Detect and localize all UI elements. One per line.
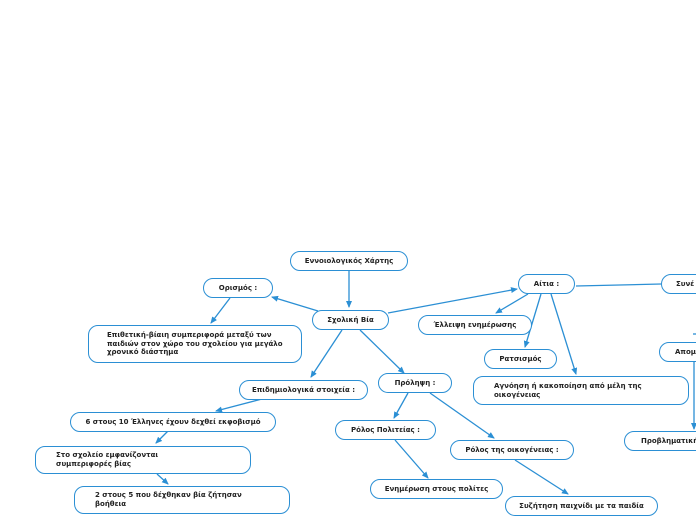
node-causes[interactable]: Αίτια : xyxy=(518,274,575,294)
node-label: Έλλειψη ενημέρωσης xyxy=(433,320,517,329)
node-label: Ρόλος της οικογένειας : xyxy=(465,445,559,454)
link-violence-to-prevention xyxy=(359,329,405,374)
link-family-to-discuss xyxy=(514,459,569,495)
node-label: Στο σχολείο εμφανίζονται συμπεριφορές βί… xyxy=(56,451,159,468)
node-label: 6 στους 10 Έλληνες έχουν δεχθεί εκφοβισμ… xyxy=(85,417,261,426)
link-causes-to-consequences xyxy=(575,283,662,287)
node-prevention[interactable]: Πρόληψη : xyxy=(378,373,452,393)
link-causes-to-racism xyxy=(523,293,542,348)
node-concept-map[interactable]: Εννοιολογικός Χάρτης xyxy=(290,251,408,271)
node-label: Απομ xyxy=(675,347,696,356)
node-label: Ρατσισμός xyxy=(499,354,542,363)
node-label: Επιδημιολογικά στοιχεία : xyxy=(251,385,356,394)
node-state-role[interactable]: Ρόλος Πολιτείας : xyxy=(335,420,436,440)
link-prevention-to-family xyxy=(429,392,495,439)
node-label: Σχολική Βία xyxy=(327,315,374,324)
link-state-to-inform xyxy=(394,439,429,479)
node-label: Επιθετική-βίαιη συμπεριφορά μεταξύ των π… xyxy=(107,330,283,357)
link-epidemiology-to-stat1 xyxy=(215,398,263,413)
node-epidemiology[interactable]: Επιδημιολογικά στοιχεία : xyxy=(239,380,368,400)
node-definition-text[interactable]: Επιθετική-βίαιη συμπεριφορά μεταξύ των π… xyxy=(88,325,302,363)
node-problematic[interactable]: Προβληματική xyxy=(624,431,696,451)
node-label: Συνέ xyxy=(676,279,695,288)
link-causes-to-lackinfo xyxy=(495,293,529,314)
node-consequences[interactable]: Συνέ xyxy=(661,274,696,294)
node-school-violence[interactable]: Σχολική Βία xyxy=(312,310,389,330)
node-discuss-children[interactable]: Συζήτηση παιχνίδι με τα παιδία xyxy=(505,496,658,516)
node-definition[interactable]: Ορισμός : xyxy=(203,278,273,298)
link-stat2-to-stat3 xyxy=(156,473,169,485)
node-label: Πρόληψη : xyxy=(394,378,436,387)
node-stat-3[interactable]: 2 στους 5 που δέχθηκαν βία ζήτησαν βοήθε… xyxy=(74,486,290,514)
node-label: Ρόλος Πολιτείας : xyxy=(351,425,420,434)
link-violence-to-epidemiology xyxy=(310,329,343,378)
node-apom[interactable]: Απομ xyxy=(659,342,696,362)
node-lack-info[interactable]: Έλλειψη ενημέρωσης xyxy=(418,315,532,335)
link-violence-to-definition xyxy=(271,295,319,312)
node-label: Ενημέρωση στους πολίτες xyxy=(384,484,489,493)
node-inform-citizens[interactable]: Ενημέρωση στους πολίτες xyxy=(370,479,503,499)
link-causes-to-neglect xyxy=(550,293,578,375)
node-label: Αίτια : xyxy=(533,279,560,288)
link-prevention-to-state xyxy=(393,392,409,419)
node-label: Ορισμός : xyxy=(218,283,258,292)
node-label: Προβληματική xyxy=(641,436,696,445)
node-label: Συζήτηση παιχνίδι με τα παιδία xyxy=(519,501,644,510)
node-label: Αγνόηση ή κακοποίηση από μέλη της οικογέ… xyxy=(494,381,642,399)
node-racism[interactable]: Ρατσισμός xyxy=(484,349,557,369)
node-family-neglect[interactable]: Αγνόηση ή κακοποίηση από μέλη της οικογέ… xyxy=(473,376,689,405)
node-label: 2 στους 5 που δέχθηκαν βία ζήτησαν βοήθε… xyxy=(95,491,242,508)
link-violence-to-causes xyxy=(387,287,518,314)
node-stat-2[interactable]: Στο σχολείο εμφανίζονται συμπεριφορές βί… xyxy=(35,446,251,474)
link-definition-to-text xyxy=(210,297,231,324)
node-stat-1[interactable]: 6 στους 10 Έλληνες έχουν δεχθεί εκφοβισμ… xyxy=(70,412,276,432)
node-family-role[interactable]: Ρόλος της οικογένειας : xyxy=(450,440,574,460)
link-stat1-to-stat2 xyxy=(155,430,169,444)
node-label: Εννοιολογικός Χάρτης xyxy=(304,256,394,265)
